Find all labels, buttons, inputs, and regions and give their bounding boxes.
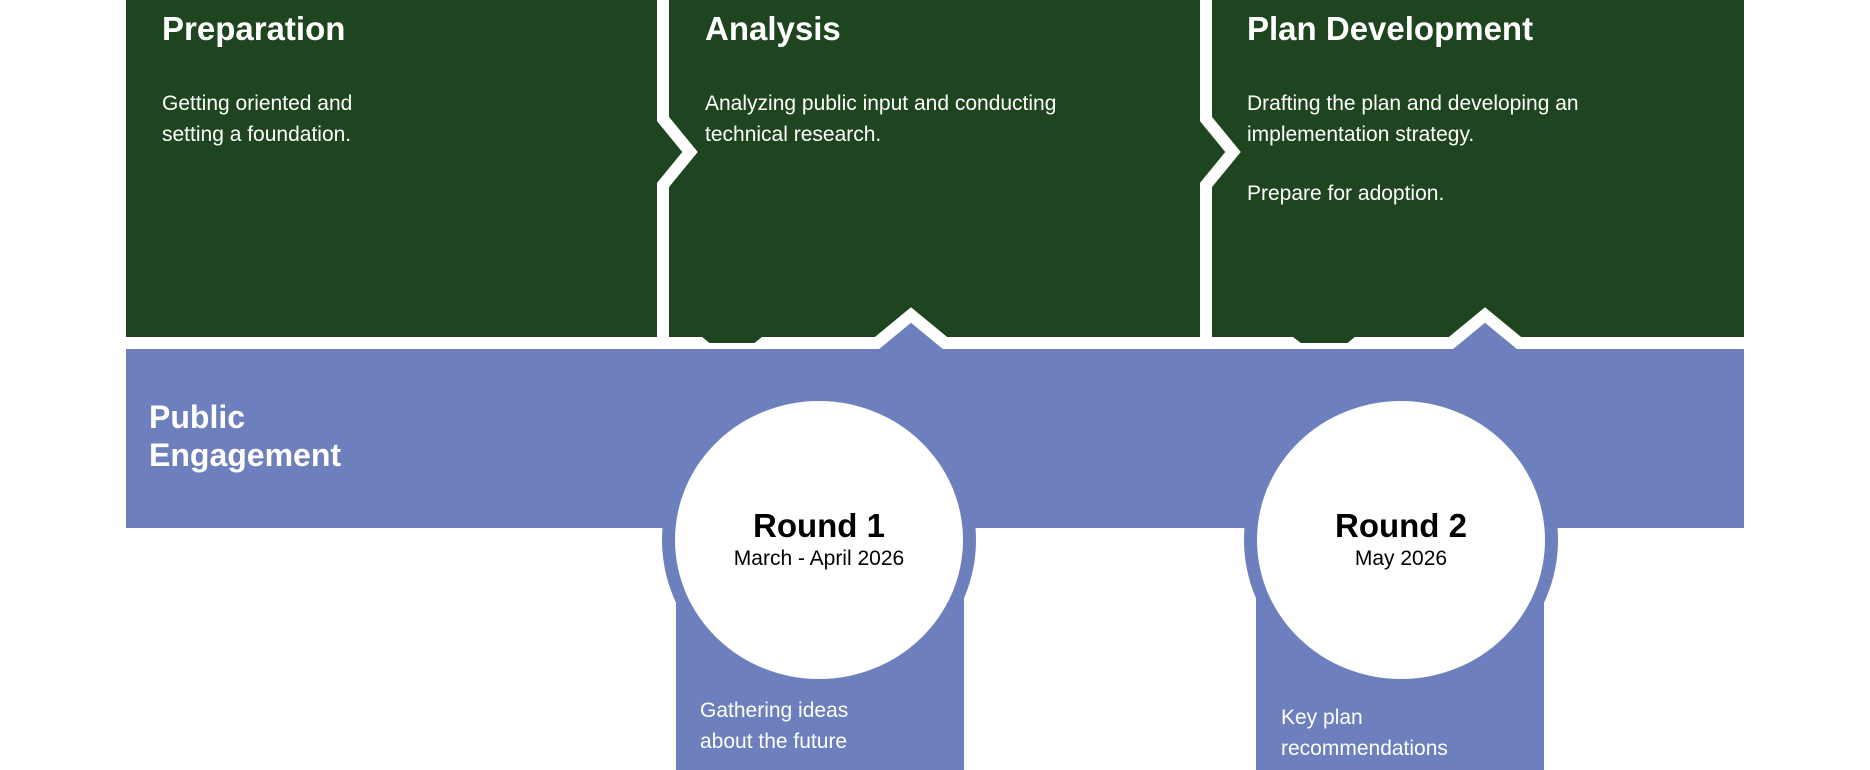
desc-line: Prepare for adoption. xyxy=(1247,182,1445,205)
label-line: Engagement xyxy=(149,437,342,473)
round-1: Round 1 March - April 2026 xyxy=(669,506,969,572)
desc-line: Gathering ideas xyxy=(700,699,849,722)
phase-band xyxy=(126,0,1744,343)
phase-divider-arrow xyxy=(657,0,698,340)
desc-line: technical research. xyxy=(705,123,882,146)
round-title: Round 2 xyxy=(1335,507,1467,544)
round-2-desc: Key plan recommendations xyxy=(1281,702,1521,764)
round-title: Round 1 xyxy=(753,507,885,544)
desc-line: Getting oriented and xyxy=(162,92,353,115)
round-2-circle xyxy=(1257,401,1545,679)
round-1-desc: Gathering ideas about the future xyxy=(700,695,940,757)
label-line: Public xyxy=(149,399,246,435)
desc-line: Key plan xyxy=(1281,706,1363,729)
desc-line: implementation strategy. xyxy=(1247,123,1475,146)
round-date: March - April 2026 xyxy=(733,547,905,570)
phase-title-analysis: Analysis xyxy=(705,10,841,47)
desc-line: Drafting the plan and developing an xyxy=(1247,92,1579,115)
desc-line: setting a foundation. xyxy=(162,123,352,146)
engagement-label: Public Engagement xyxy=(149,398,409,474)
desc-line: Analyzing public input and conducting xyxy=(705,92,1057,115)
round-1-circle xyxy=(675,401,963,679)
round-2: Round 2 May 2026 xyxy=(1251,506,1551,572)
desc-line: recommendations xyxy=(1281,737,1448,760)
phase-title-preparation: Preparation xyxy=(162,10,346,47)
desc-line: about the future xyxy=(700,730,848,753)
phase-desc-plan-development: Drafting the plan and developing an impl… xyxy=(1247,88,1677,209)
phase-desc-analysis: Analyzing public input and conducting te… xyxy=(705,88,1135,150)
phase-divider-arrow xyxy=(1200,0,1241,340)
phase-title-plan-development: Plan Development xyxy=(1247,10,1534,47)
phase-desc-preparation: Getting oriented and setting a foundatio… xyxy=(162,88,592,150)
round-date: May 2026 xyxy=(1354,547,1448,570)
